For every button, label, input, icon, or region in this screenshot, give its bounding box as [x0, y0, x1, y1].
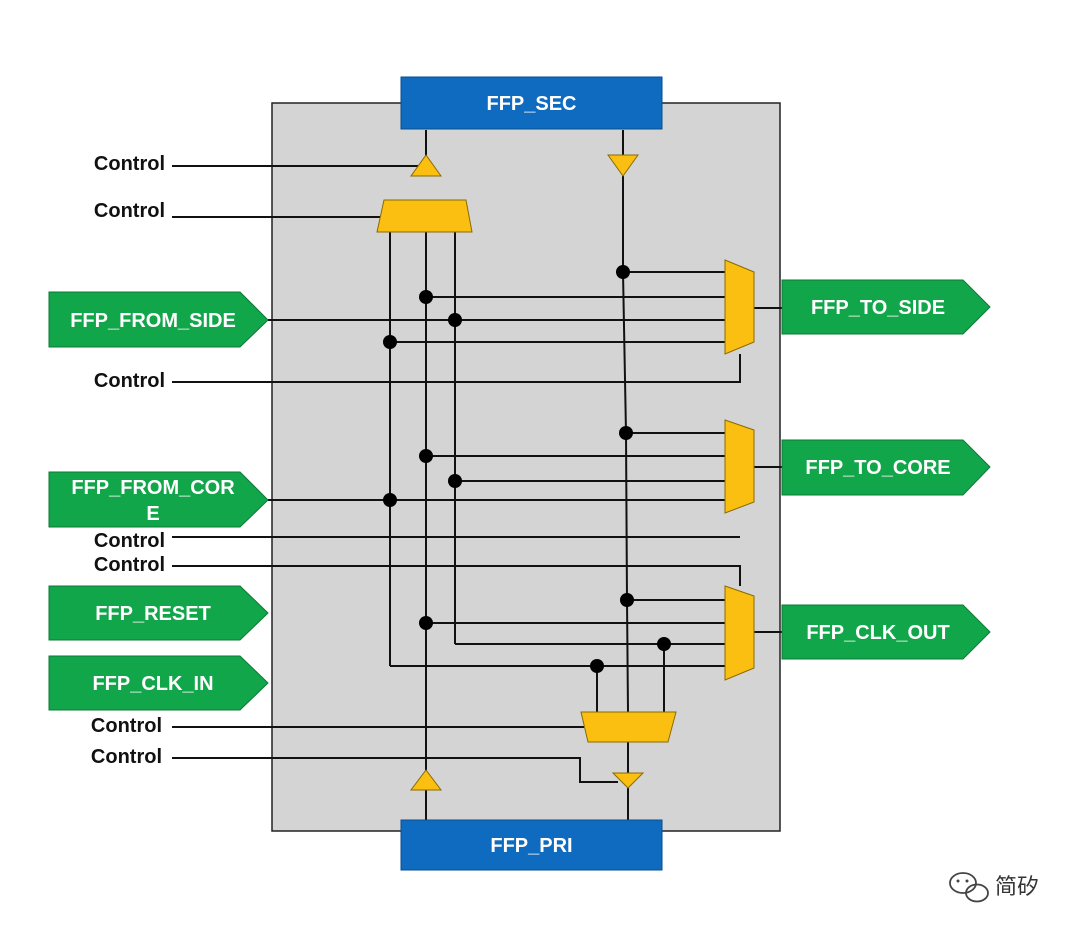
port-reset — [48, 585, 269, 641]
control-label: Control — [94, 153, 165, 175]
junction-dots — [383, 265, 671, 673]
wires — [172, 130, 784, 822]
port-to-core — [781, 439, 991, 496]
junction-dot — [419, 449, 433, 463]
port-from-side-label: FFP_FROM_SIDE — [70, 310, 236, 332]
mux-top — [376, 199, 473, 233]
buffer-down-top — [607, 154, 639, 177]
buffer-down-bottom — [611, 772, 645, 789]
mux-to-core — [724, 419, 755, 514]
junction-dot — [657, 637, 671, 651]
port-from-core — [48, 471, 269, 528]
control-label: Control — [94, 554, 165, 576]
junction-dot — [620, 593, 634, 607]
mux-clk-out — [724, 585, 755, 681]
port-from-core-label-1: FFP_FROM_COR — [71, 477, 235, 499]
port-clk-in-label: FFP_CLK_IN — [92, 673, 213, 695]
junction-dot — [419, 290, 433, 304]
junction-dot — [448, 474, 462, 488]
control-label: Control — [91, 746, 162, 768]
block-pri: FFP_PRI — [400, 819, 663, 871]
junction-dot — [419, 616, 433, 630]
port-clk-in — [48, 655, 269, 711]
junction-dot — [616, 265, 630, 279]
wechat-icon — [949, 872, 989, 903]
port-reset-label: FFP_RESET — [95, 603, 211, 625]
control-label: Control — [91, 715, 162, 737]
port-to-core-label: FFP_TO_CORE — [805, 457, 950, 479]
fpp-panel — [271, 102, 781, 832]
block-sec: FFP_SEC — [400, 76, 663, 130]
port-clk-out — [781, 604, 991, 660]
watermark: 简矽 — [949, 872, 1039, 903]
block-sec-label: FFP_SEC — [486, 93, 576, 115]
mux-bottom — [580, 711, 677, 743]
port-from-side — [48, 291, 269, 348]
buffer-up-top — [410, 154, 442, 177]
junction-dot — [619, 426, 633, 440]
junction-dot — [383, 493, 397, 507]
junction-dot — [448, 313, 462, 327]
block-pri-label: FFP_PRI — [490, 835, 572, 857]
port-to-side-label: FFP_TO_SIDE — [811, 297, 945, 319]
control-label: Control — [94, 370, 165, 392]
watermark-text: 简矽 — [995, 875, 1039, 900]
port-from-core-label-2: E — [146, 503, 159, 525]
port-clk-out-label: FFP_CLK_OUT — [806, 622, 949, 644]
port-to-side — [781, 279, 991, 335]
junction-dot — [590, 659, 604, 673]
mux-to-side — [724, 259, 755, 355]
junction-dot — [383, 335, 397, 349]
control-label: Control — [94, 530, 165, 552]
control-label: Control — [94, 200, 165, 222]
buffer-up-bottom — [410, 769, 442, 791]
